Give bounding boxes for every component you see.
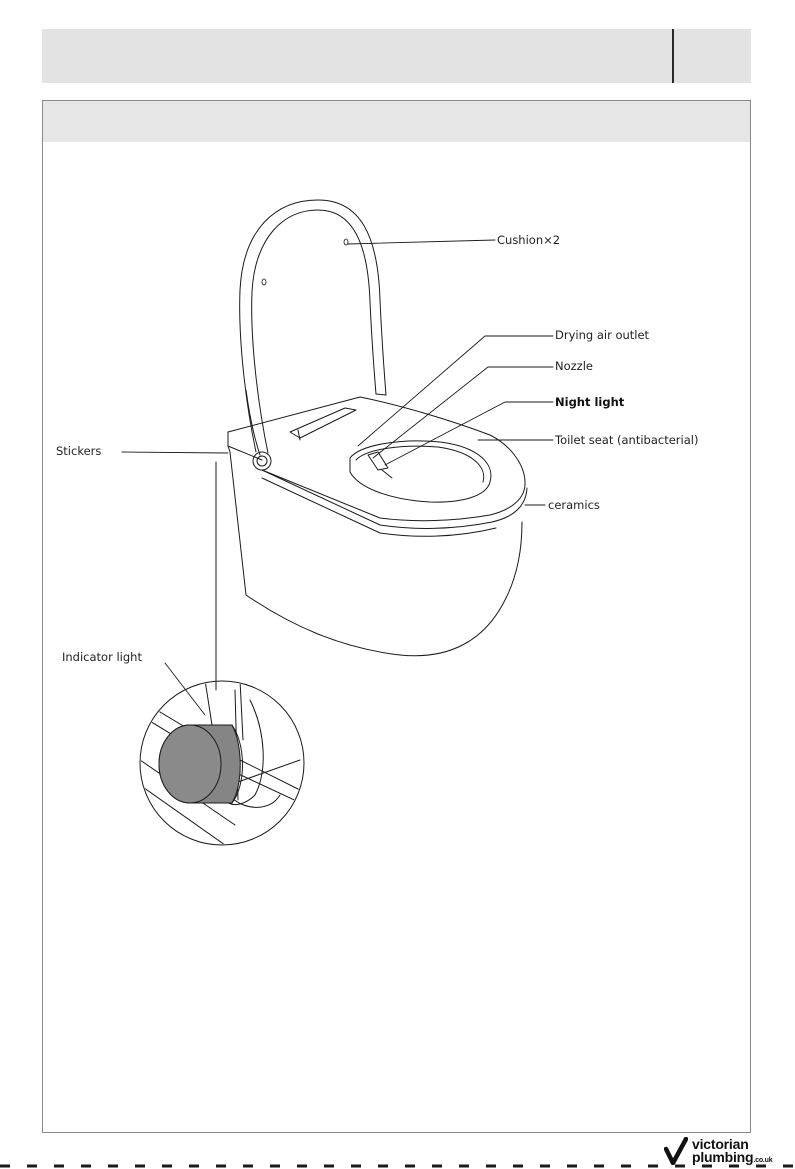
label-cushion: Cushion×2: [497, 233, 560, 247]
label-drying-air-outlet: Drying air outlet: [555, 328, 650, 342]
checkmark-icon: [664, 1137, 688, 1165]
toilet-lid: [240, 200, 386, 455]
magnified-detail: [140, 680, 305, 845]
leader-lines: [122, 240, 553, 715]
label-nozzle: Nozzle: [555, 359, 593, 373]
label-ceramics: ceramics: [548, 498, 600, 512]
toilet-seat: [228, 397, 527, 536]
label-indicator-light: Indicator light: [62, 650, 142, 664]
label-stickers: Stickers: [56, 444, 101, 458]
footer-dash-strip: [0, 1162, 795, 1169]
label-toilet-seat: Toilet seat (antibacterial): [554, 433, 698, 447]
ceramic-bowl: [228, 446, 522, 656]
label-night-light: Night light: [555, 395, 625, 409]
